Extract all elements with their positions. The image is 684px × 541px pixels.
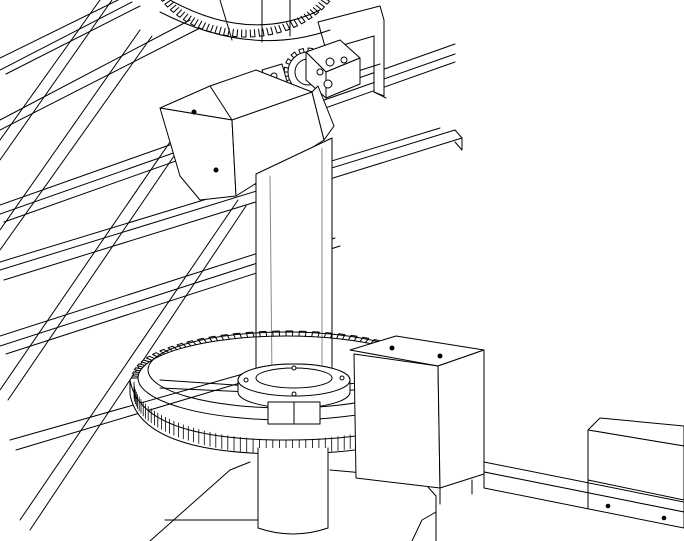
flat-support-bar (483, 461, 684, 529)
upper-gear (159, 0, 331, 43)
column-flange (237, 363, 351, 425)
vertical-column (255, 137, 333, 381)
lower-shaft (257, 447, 329, 535)
upper-housing-box (159, 69, 335, 201)
right-end-block (587, 417, 684, 509)
drive-motor-box (349, 335, 485, 505)
